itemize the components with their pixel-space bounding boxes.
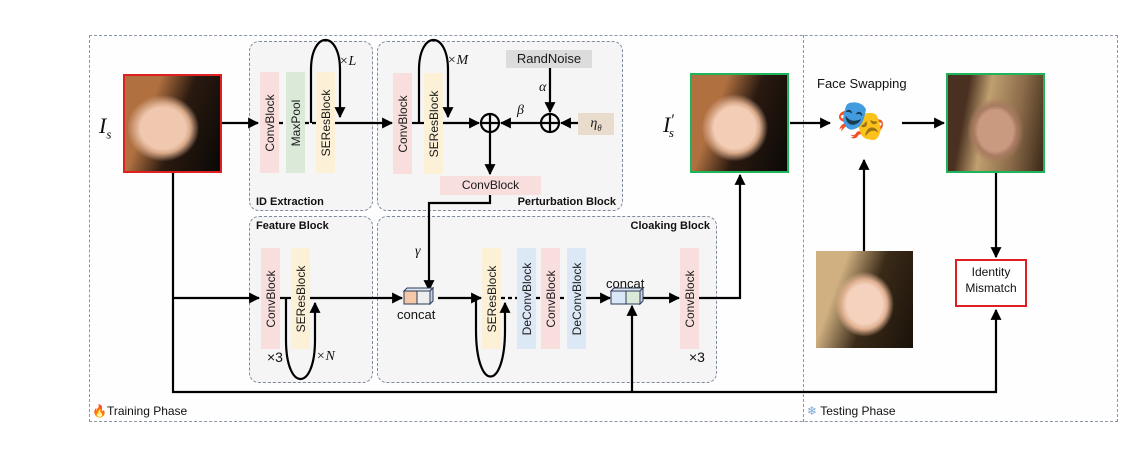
cloaking-title: Cloaking Block — [630, 220, 710, 232]
loop-n — [284, 298, 321, 381]
repeat-3-feature-label: ×3 — [267, 349, 283, 365]
pert-convblock: ConvBlock — [393, 73, 412, 174]
concat-cube-2 — [609, 286, 645, 306]
cloak-final-convblock: ConvBlock — [680, 248, 699, 349]
beta-label: β — [517, 103, 524, 118]
cloak-seresblock: SEResBlock — [482, 248, 501, 349]
swapped-face-image — [946, 73, 1045, 173]
cloaked-image-label: I′s — [663, 112, 674, 141]
wire-gamma — [423, 195, 492, 292]
fire-icon: 🔥 — [92, 404, 107, 418]
eta-theta-block: ηθ — [578, 113, 614, 135]
id-seresblock: SEResBlock — [316, 72, 335, 173]
id-extraction-title: ID Extraction — [256, 196, 324, 208]
id-maxpool: MaxPool — [286, 72, 305, 173]
concat1-label: concat — [397, 307, 436, 322]
repeat-3-cloak-label: ×3 — [689, 349, 705, 365]
training-phase-label: 🔥Training Phase — [92, 404, 188, 418]
pert-seresblock: SEResBlock — [424, 73, 443, 174]
feat-convblock: ConvBlock — [261, 248, 280, 349]
source-face-image — [123, 74, 222, 173]
concat-cube-1 — [402, 286, 435, 306]
concat2-label: concat — [606, 276, 645, 291]
face-swapping-label: Face Swapping — [817, 76, 907, 91]
feat-seresblock: SEResBlock — [291, 248, 310, 349]
snowflake-icon: ❄ — [807, 404, 818, 418]
perturbation-title: Perturbation Block — [517, 196, 616, 208]
repeat-n-label: ×N — [316, 349, 335, 364]
id-convblock: ConvBlock — [260, 72, 279, 173]
repeat-l-label: ×L — [339, 54, 357, 69]
pert-out-convblock: ConvBlock — [440, 176, 541, 195]
theater-masks-icon: 🎭 — [836, 99, 886, 143]
cloak-deconvblock-2: DeConvBlock — [567, 248, 586, 349]
source-image-label: Is — [99, 113, 112, 142]
loop-se-cloak — [474, 298, 511, 378]
target-face-image — [816, 251, 913, 348]
feature-panel: Feature Block — [249, 216, 373, 383]
cloak-convblock: ConvBlock — [541, 248, 560, 349]
testing-phase-label: ❄ Testing Phase — [807, 404, 896, 418]
feature-title: Feature Block — [256, 220, 329, 232]
cloaked-face-image — [690, 73, 789, 173]
randnoise-block: RandNoise — [506, 50, 592, 68]
phase-divider — [803, 35, 804, 422]
wire-source-down — [171, 173, 1002, 394]
wire-conv-to-output — [699, 173, 746, 300]
loop-l — [309, 39, 346, 123]
cloak-deconvblock-1: DeConvBlock — [517, 248, 536, 349]
loop-m — [417, 39, 454, 123]
alpha-label: α — [539, 80, 547, 95]
identity-mismatch-box: Identity Mismatch — [955, 259, 1027, 307]
repeat-m-label: ×M — [447, 53, 469, 68]
gamma-label: γ — [415, 244, 421, 259]
